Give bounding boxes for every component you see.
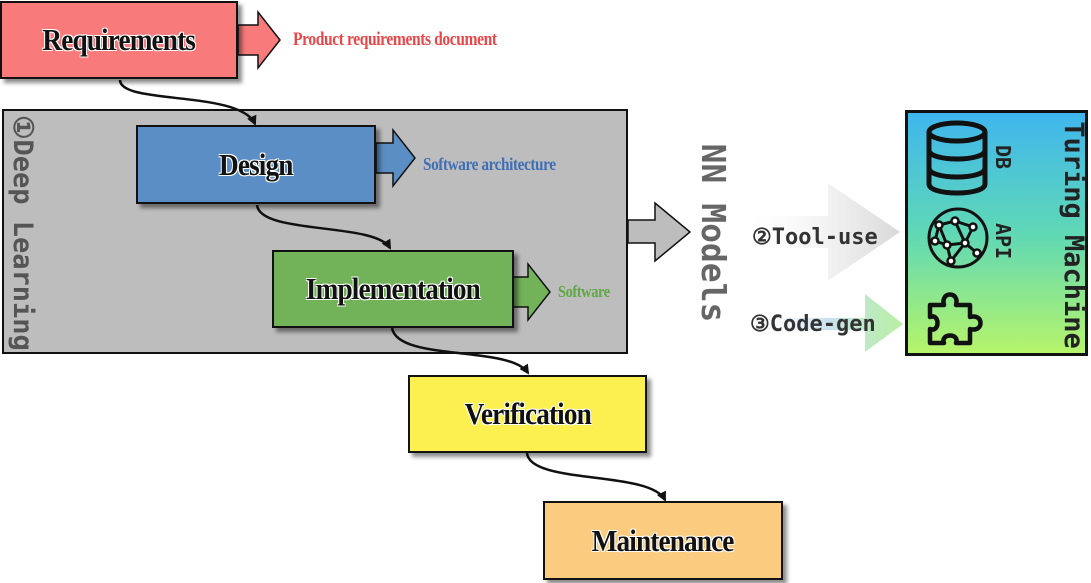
design-box: Design: [136, 125, 376, 204]
network-globe-icon: [927, 207, 989, 269]
implementation-output-arrow: [512, 261, 551, 323]
implementation-box: Implementation: [272, 250, 514, 328]
implementation-label: Implementation: [305, 271, 481, 306]
maintenance-box: Maintenance: [543, 501, 783, 580]
code-gen-label: ③Code-gen: [750, 312, 876, 337]
deep-learning-to-nn-arrow: [627, 201, 692, 263]
verification-box: Verification: [408, 375, 647, 453]
implementation-output-label: Software: [558, 282, 610, 301]
maintenance-label: Maintenance: [592, 522, 735, 558]
db-label: DB: [991, 144, 1015, 170]
requirements-output-label: Product requirements document: [293, 29, 497, 50]
verification-label: Verification: [464, 396, 591, 431]
api-label: API: [991, 222, 1015, 260]
implementation-to-verification-connector: [390, 327, 530, 375]
requirements-to-design-connector: [118, 79, 257, 126]
verification-to-maintenance-connector: [525, 452, 667, 502]
tool-use-arrow: [752, 183, 900, 281]
turing-machine-title: Turing Machine: [1058, 121, 1089, 349]
requirements-output-arrow: [237, 9, 281, 71]
database-icon: [926, 120, 988, 196]
design-label: Design: [219, 146, 293, 182]
code-gen-arrow: [752, 294, 903, 352]
tool-use-label: ②Tool-use: [752, 225, 878, 250]
requirements-box: Requirements: [0, 1, 238, 79]
requirements-label: Requirements: [42, 22, 196, 57]
design-output-label: Software architecture: [423, 154, 556, 174]
design-to-implementation-connector: [255, 204, 392, 250]
design-output-arrow: [375, 127, 416, 189]
puzzle-piece-icon: [927, 292, 983, 346]
nn-models-label: NN Models: [694, 143, 733, 323]
